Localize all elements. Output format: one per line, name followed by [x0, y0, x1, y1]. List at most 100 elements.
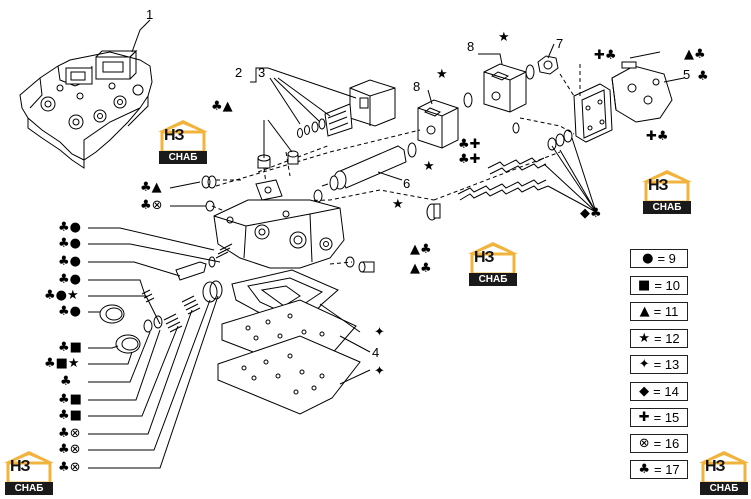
watermark-logo: НЗ СНАБ — [697, 449, 751, 495]
plug-right-body — [345, 256, 375, 273]
spool-6 — [313, 145, 407, 203]
callout-club-otimes-left: ♣⊗ — [140, 198, 163, 213]
callout-club-square-3: ♣■ — [58, 408, 82, 423]
legend-entry: ◆= 14 — [630, 382, 688, 401]
legend-symbol: ▲ — [639, 304, 650, 319]
callout-club-otimes-1: ♣⊗ — [58, 426, 81, 441]
part-number-5: 5 — [683, 67, 691, 82]
logo-sub: СНАБ — [5, 482, 53, 495]
callout-star-right: ★ — [423, 159, 435, 174]
callout-club-triangle-top: ♣▲ — [211, 99, 233, 114]
legend-value: = 9 — [657, 251, 676, 266]
legend-symbol: ⊗ — [638, 436, 650, 451]
callout-diamond-club: ◆♣ — [580, 206, 602, 221]
springs-right — [426, 122, 573, 221]
callout-club-square-star: ♣■★ — [44, 356, 80, 371]
callout-plus-club-right: ✚♣ — [646, 129, 669, 144]
callout-club-circle-4: ♣● — [58, 272, 81, 287]
watermark-logo: НЗ СНАБ — [466, 240, 520, 286]
legend-value: = 12 — [653, 331, 680, 346]
callout-club-circle-1: ♣● — [58, 220, 81, 235]
solenoid-valve-2 — [297, 79, 396, 138]
legend-entry: ●= 9 — [630, 249, 688, 268]
callout-club-plus-1: ♣✚ — [458, 137, 481, 152]
legend-value: = 10 — [654, 278, 680, 293]
logo-brand: НЗ — [705, 458, 726, 475]
logo-sub: СНАБ — [700, 482, 748, 495]
valve-housing-1 — [19, 49, 153, 169]
callout-triangle-club-5: ▲♣ — [684, 47, 706, 62]
part-number-2: 2 — [235, 65, 243, 80]
o-ring-6 — [407, 142, 417, 158]
legend-value: = 13 — [653, 357, 680, 372]
callout-club-square-2: ♣■ — [58, 392, 82, 407]
part-number-7: 7 — [556, 36, 564, 51]
logo-brand: НЗ — [474, 249, 495, 266]
callout-star-6: ★ — [392, 197, 404, 212]
legend-symbol: ✚ — [638, 410, 650, 425]
watermark-logo: НЗ СНАБ — [640, 168, 694, 214]
callout-club-circle-2: ♣● — [58, 236, 81, 251]
legend-entry: ✦= 13 — [630, 355, 688, 374]
part-number-8-upper: 8 — [467, 39, 475, 54]
part-number-8-lower: 8 — [413, 79, 421, 94]
legend-value: = 16 — [653, 436, 680, 451]
callout-club-triangle-left: ♣▲ — [140, 180, 162, 195]
callout-club-circle-3: ♣● — [58, 254, 81, 269]
legend-symbol: ♣ — [638, 462, 650, 477]
logo-brand: НЗ — [164, 127, 185, 144]
callout-club-only: ♣ — [60, 374, 72, 389]
part-number-6: 6 — [403, 176, 411, 191]
callout-club-circle-star: ♣●★ — [44, 288, 79, 303]
o-ring-8b — [525, 64, 535, 80]
coil-block-8a — [417, 99, 459, 149]
part-number-4: 4 — [372, 345, 380, 360]
callout-star-7: ★ — [498, 30, 510, 45]
legend-symbol: ✦ — [638, 357, 650, 372]
watermark-logo: НЗ СНАБ — [156, 118, 210, 164]
o-ring-8a — [463, 92, 473, 108]
legend-symbol: ■ — [638, 278, 651, 293]
callout-club-otimes-2: ♣⊗ — [58, 442, 81, 457]
legend-entry: ■= 10 — [630, 276, 688, 295]
logo-house-icon — [4, 451, 54, 483]
logo-brand: НЗ — [648, 177, 669, 194]
callout-star-8: ★ — [436, 67, 448, 82]
small-parts-left — [99, 175, 233, 354]
legend-entry: ▲= 11 — [630, 302, 688, 321]
logo-house-icon — [158, 120, 208, 152]
legend-entry: ✚= 15 — [630, 408, 688, 427]
legend-entry: ★= 12 — [630, 329, 688, 348]
logo-house-icon — [642, 170, 692, 202]
callout-triangle-club-mid-2: ▲♣ — [410, 261, 432, 276]
callout-club-5: ♣ — [697, 69, 709, 84]
legend-value: = 14 — [653, 384, 679, 399]
legend-value: = 11 — [653, 304, 679, 319]
legend-value: = 17 — [653, 462, 680, 477]
legend-symbol: ● — [642, 251, 654, 266]
callout-sparkle-1: ✦ — [374, 325, 385, 340]
callout-sparkle-2: ✦ — [374, 364, 385, 379]
part-number-3: 3 — [258, 65, 266, 80]
watermark-logo: НЗ СНАБ — [2, 449, 56, 495]
screw-5 — [621, 61, 637, 69]
cover-5 — [573, 65, 673, 143]
logo-sub: СНАБ — [159, 151, 207, 164]
logo-sub: СНАБ — [469, 273, 517, 286]
coil-block-8b — [483, 63, 527, 113]
leader-lines-left — [88, 181, 221, 469]
callout-triangle-club-mid-1: ▲♣ — [410, 242, 432, 257]
gasket-plates-4 — [217, 269, 361, 415]
legend-symbol: ◆ — [639, 384, 650, 399]
logo-house-icon — [468, 242, 518, 274]
legend-value: = 15 — [653, 410, 680, 425]
legend-entry: ⊗= 16 — [630, 434, 688, 453]
callout-club-circle-5: ♣● — [58, 304, 81, 319]
callout-club-otimes-3: ♣⊗ — [58, 460, 81, 475]
legend-entry: ♣= 17 — [630, 460, 688, 479]
valve-body-center — [213, 179, 345, 269]
logo-sub: СНАБ — [643, 201, 691, 214]
nut-7 — [537, 55, 559, 75]
